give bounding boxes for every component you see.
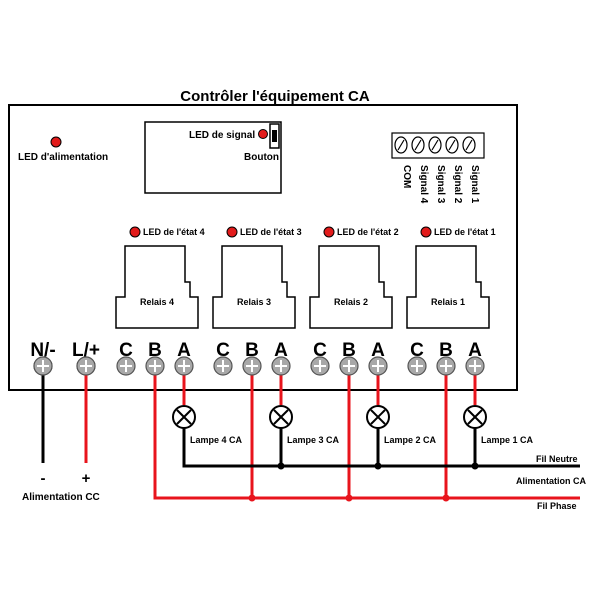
- signal-terminal-label: COM: [401, 165, 412, 188]
- relay-terminal-label: A: [274, 340, 288, 361]
- signal-screws: [394, 136, 476, 154]
- lamp-label: Lampe 3 CA: [287, 435, 340, 445]
- phase-junction: [248, 494, 256, 502]
- relay-terminal-label: A: [177, 340, 191, 361]
- relay-terminal-label: C: [313, 340, 327, 361]
- relay-unit: LED de l'état 3 Relais 3: [212, 226, 302, 329]
- phase-wire-label: Fil Phase: [537, 501, 577, 511]
- signal-terminal-label: Signal 1: [469, 165, 480, 204]
- neutral-junction: [374, 462, 382, 470]
- relay-terminal-label: B: [245, 340, 259, 361]
- learn-button-knob: [272, 130, 277, 142]
- ac-supply-label: Alimentation CA: [516, 476, 587, 486]
- status-led: [420, 226, 432, 238]
- status-led-label: LED de l'état 4: [143, 227, 205, 237]
- relay-label: Relais 4: [140, 297, 174, 307]
- neutral-junction: [471, 462, 479, 470]
- terminal-screw: [368, 356, 388, 376]
- relay-unit: LED de l'état 2 Relais 2: [309, 226, 399, 329]
- signal-screw-slot: [431, 139, 439, 151]
- signal-screw-slot: [465, 139, 473, 151]
- status-led: [129, 226, 141, 238]
- diagram-title: Contrôler l'équipement CA: [180, 88, 370, 105]
- status-led-label: LED de l'état 3: [240, 227, 302, 237]
- terminal-screw: [271, 356, 291, 376]
- status-led-label: LED de l'état 1: [434, 227, 496, 237]
- terminal-screw: [339, 356, 359, 376]
- terminal-screw: [116, 356, 136, 376]
- terminal-screw: [436, 356, 456, 376]
- relay-body: [309, 245, 393, 329]
- lamp-icon: [269, 405, 293, 429]
- button-label: Bouton: [244, 152, 279, 163]
- relay-terminal-label: B: [439, 340, 453, 361]
- relay-terminal-label: A: [371, 340, 385, 361]
- relay-body: [212, 245, 296, 329]
- signal-screw-slot: [414, 139, 422, 151]
- phase-wire: [153, 375, 580, 500]
- lamp-icon: [463, 405, 487, 429]
- dc-supply-label: Alimentation CC: [22, 492, 100, 503]
- terminal-screw: [242, 356, 262, 376]
- terminal-screw: [174, 356, 194, 376]
- neutral-junction: [277, 462, 285, 470]
- status-led: [226, 226, 238, 238]
- status-led-label: LED de l'état 2: [337, 227, 399, 237]
- relay-terminal-label: B: [148, 340, 162, 361]
- terminal-screw: [33, 356, 53, 376]
- relay-unit: LED de l'état 4 Relais 4: [115, 226, 205, 329]
- power-led-label: LED d'alimentation: [18, 152, 108, 163]
- lamp-label: Lampe 2 CA: [384, 435, 437, 445]
- neutral-wire-label: Fil Neutre: [536, 454, 578, 464]
- power-terminal-label: L/+: [72, 340, 100, 361]
- relay-label: Relais 2: [334, 297, 368, 307]
- phase-junction: [442, 494, 450, 502]
- lamp-icon: [172, 405, 196, 429]
- power-led: [50, 136, 62, 148]
- signal-terminal-label: Signal 4: [418, 165, 429, 204]
- signal-terminal-label: Signal 3: [435, 165, 446, 204]
- relay-body: [115, 245, 199, 329]
- relay-label: Relais 3: [237, 297, 271, 307]
- signal-screw-slot: [448, 139, 456, 151]
- relay-unit: LED de l'état 1 Relais 1: [406, 226, 496, 329]
- relay-group: LED de l'état 4 Relais 4 LED de l'état 3 Re…: [115, 226, 496, 329]
- relay-terminal-label: B: [342, 340, 356, 361]
- terminal-screw: [76, 356, 96, 376]
- phase-junction: [345, 494, 353, 502]
- lamp-label: Lampe 1 CA: [481, 435, 534, 445]
- neutral-wire: [182, 428, 580, 468]
- signal-led-label: LED de signal: [189, 130, 255, 141]
- relay-body: [406, 245, 490, 329]
- signal-led: [258, 129, 268, 139]
- relay-terminal-label: C: [216, 340, 230, 361]
- terminal-screw: [407, 356, 427, 376]
- relay-label: Relais 1: [431, 297, 465, 307]
- lamp-icon: [366, 405, 390, 429]
- relay-terminal-label: C: [119, 340, 133, 361]
- signal-screw-slot: [397, 139, 405, 151]
- status-led: [323, 226, 335, 238]
- terminal-screw: [213, 356, 233, 376]
- relay-terminal-label: A: [468, 340, 482, 361]
- terminal-screw: [465, 356, 485, 376]
- dc-plus-label: +: [82, 470, 91, 487]
- power-terminal-label: N/-: [30, 340, 55, 361]
- signal-terminal-labels: COM Signal 4 Signal 3 Signal 2 Signal 1: [401, 165, 480, 204]
- terminal-screw: [310, 356, 330, 376]
- wires: [33, 356, 580, 502]
- relay-terminal-label: C: [410, 340, 424, 361]
- terminal-screw: [145, 356, 165, 376]
- lamps: Lampe 4 CA Lampe 3 CA Lampe 2 CA Lampe 1 CA: [172, 405, 534, 445]
- dc-minus-label: -: [41, 470, 46, 487]
- signal-terminal-label: Signal 2: [452, 165, 463, 204]
- lamp-label: Lampe 4 CA: [190, 435, 243, 445]
